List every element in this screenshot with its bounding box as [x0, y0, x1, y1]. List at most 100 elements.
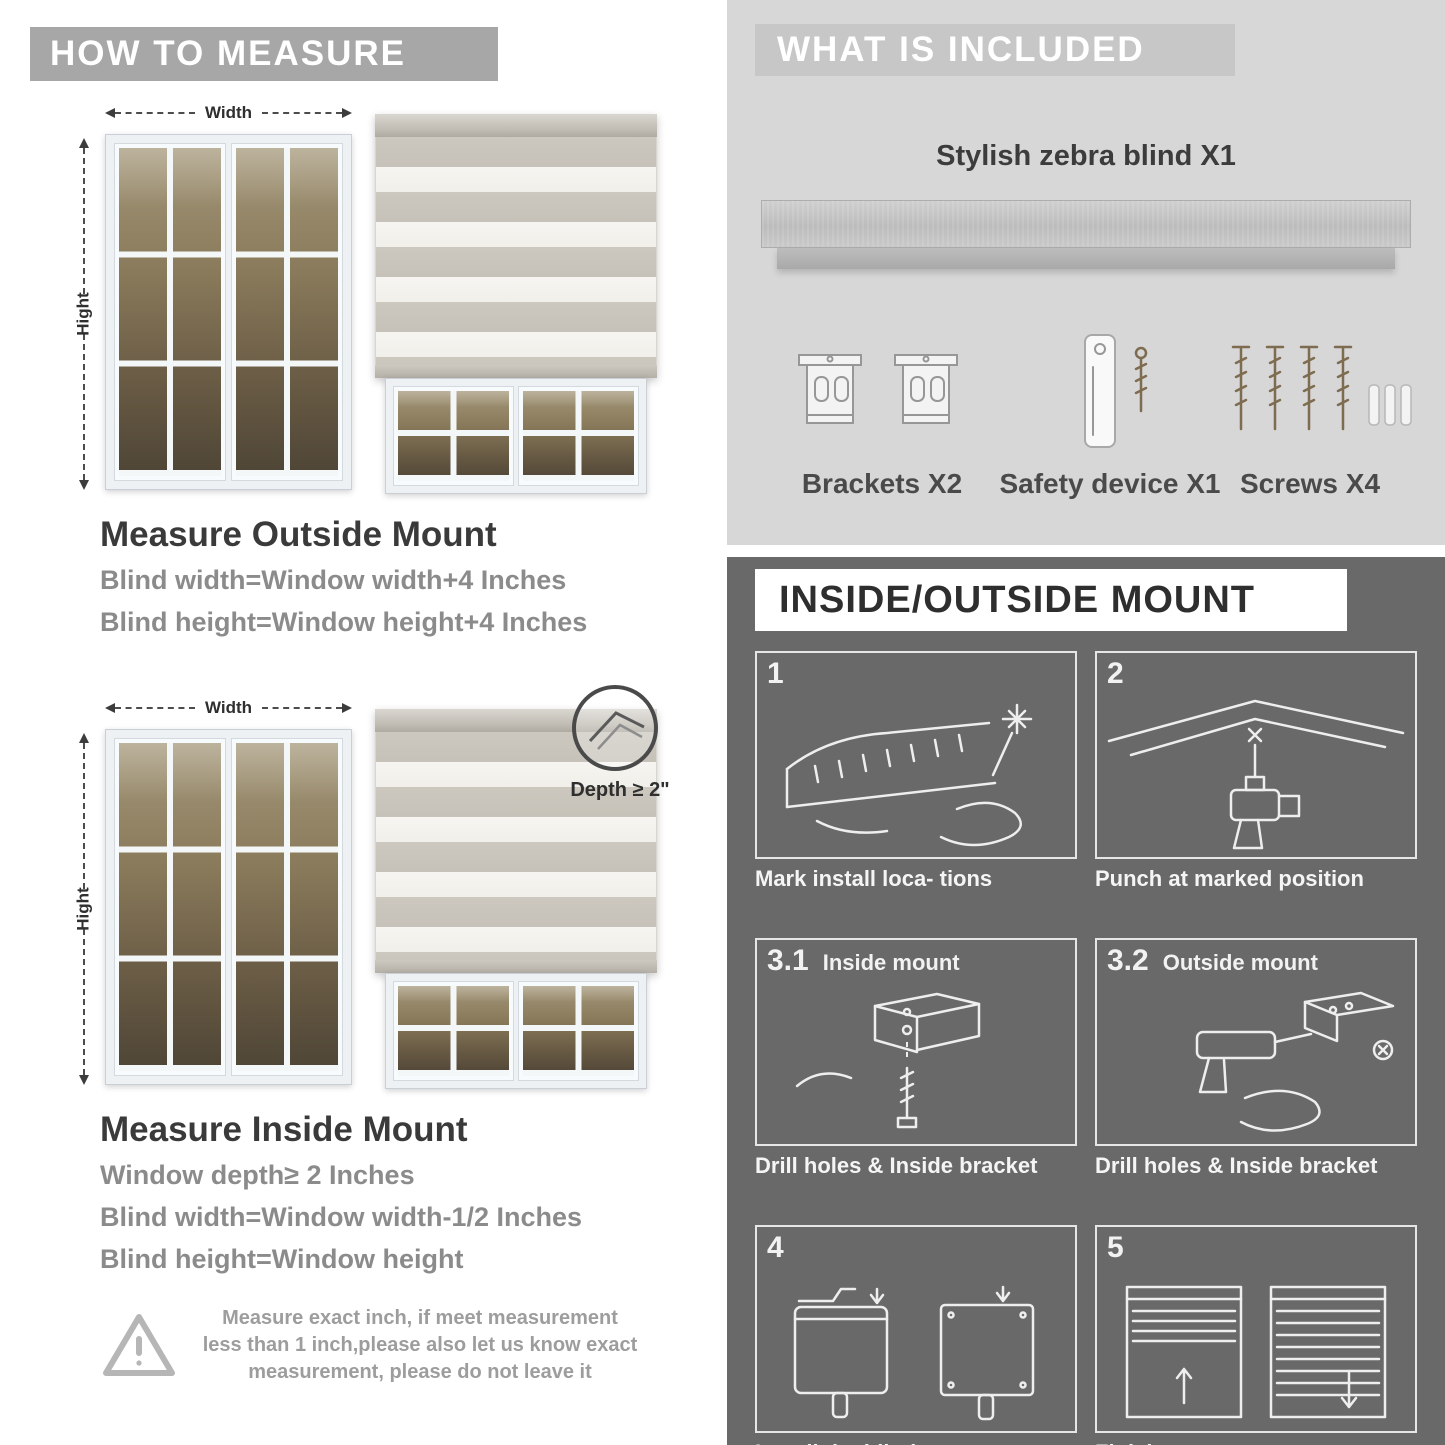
zebra-blind-illustration: [375, 709, 657, 1089]
window-sash: [518, 981, 639, 1081]
safety-device-icon: [1084, 334, 1148, 448]
product-name-label: Stylish zebra blind X1: [936, 140, 1236, 172]
step-4: 4: [755, 1225, 1077, 1445]
arrow-left-icon: [105, 703, 115, 713]
window-grilles: [119, 743, 221, 1071]
outside-mount-figure: Width Hight: [60, 100, 670, 500]
step-number: 3.2: [1107, 944, 1149, 977]
step-number: 1: [767, 657, 784, 690]
window-grilles: [523, 391, 634, 481]
window-grilles: [119, 148, 221, 476]
screws-label: Screws X4: [1239, 468, 1381, 499]
inside-mount-figure: Width Hight: [60, 685, 670, 1095]
blind-stripes: [375, 137, 657, 365]
mount-title: INSIDE/OUTSIDE MOUNT: [779, 579, 1256, 621]
arrow-right-icon: [342, 703, 352, 713]
arrow-down-icon: [79, 480, 89, 490]
blind-valance-illustration: [777, 248, 1395, 269]
brackets-label: Brackets X2: [801, 468, 963, 499]
height-dimension-arrow: Hight: [74, 733, 93, 1085]
step-number: 3.1: [767, 944, 809, 977]
arrow-left-icon: [105, 108, 115, 118]
screws-icon: [1231, 345, 1412, 431]
inside-height-formula: Blind height=Window height: [100, 1244, 464, 1274]
mount-banner: INSIDE/OUTSIDE MOUNT: [755, 569, 1347, 631]
width-label: Width: [204, 698, 253, 717]
step-caption: Drill holes & Inside bracket: [1095, 1153, 1378, 1178]
step-caption: Install the blind: [755, 1440, 1077, 1445]
outside-height-formula: Blind height=Window height+4 Inches: [100, 607, 588, 637]
safety-device-label: Safety device X1: [999, 468, 1221, 499]
drill-ceiling-illustration: [1107, 699, 1405, 850]
step-5-panel: 5: [1095, 1225, 1417, 1433]
finish-illustration: [1125, 1285, 1387, 1419]
mount-instructions-panel: INSIDE/OUTSIDE MOUNT 1: [727, 557, 1445, 1445]
outside-mount-heading: Measure Outside Mount: [100, 515, 497, 554]
window-illustration: [105, 729, 352, 1085]
outside-bracket-illustration: [1195, 991, 1395, 1132]
inside-width-formula: Blind width=Window width-1/2 Inches: [100, 1202, 583, 1232]
window-lower-fragment: [385, 973, 647, 1089]
step-3-1: 3.1 Inside mount: [755, 938, 1077, 1179]
step-number: 2: [1107, 657, 1124, 690]
step-2: 2 Punch at marked position: [1095, 651, 1417, 892]
step-3-2-panel: 3.2 Outside mount: [1095, 938, 1417, 1146]
step-2-panel: 2: [1095, 651, 1417, 859]
window-corner-detail-icon: [588, 711, 645, 750]
step-label: Inside mount: [822, 950, 960, 975]
step-1: 1 Mark install loca- tions: [755, 651, 1077, 892]
zebra-blind: [375, 114, 657, 378]
warning-icon: [103, 1313, 175, 1376]
width-dimension-arrow: Width: [105, 103, 352, 122]
blind-headrail-illustration: [761, 200, 1411, 248]
window-sash: [518, 386, 639, 486]
window-grilles: [398, 986, 509, 1076]
height-label: Hight: [74, 887, 93, 931]
window-sash: [114, 143, 226, 481]
included-parts-row: [727, 325, 1445, 465]
depth-requirement-label: Depth ≥ 2": [570, 779, 670, 801]
how-to-measure-title: HOW TO MEASURE: [50, 34, 406, 73]
window-sash: [393, 386, 514, 486]
step-caption: Punch at marked position: [1095, 866, 1364, 891]
blind-headrail: [375, 114, 657, 137]
depth-callout-circle: [572, 685, 658, 771]
step-caption: Mark install loca- tions: [755, 866, 993, 891]
window-sash: [231, 143, 343, 481]
step-number: 5: [1107, 1231, 1124, 1264]
blind-bottomrail: [375, 365, 657, 378]
what-is-included-title: WHAT IS INCLUDED: [777, 30, 1145, 69]
measurement-warning: Measure exact inch, if meet measurement …: [100, 1305, 640, 1386]
brackets-icon: [798, 354, 958, 424]
window-grilles: [236, 743, 338, 1071]
arrow-up-icon: [79, 733, 89, 743]
window-sash: [231, 738, 343, 1076]
what-is-included-panel: WHAT IS INCLUDED Stylish zebra blind X1: [727, 0, 1445, 545]
step-5: 5 Finish: [1095, 1225, 1417, 1445]
mount-steps-grid: 1 Mark install loca- tions: [755, 651, 1417, 1445]
step-number: 4: [767, 1231, 784, 1264]
arrow-down-icon: [79, 1075, 89, 1085]
how-to-measure-banner: HOW TO MEASURE: [30, 27, 498, 81]
warning-text: Measure exact inch, if meet measurement …: [202, 1307, 638, 1383]
window-illustration: [105, 134, 352, 490]
inside-depth-rule: Window depth≥ 2 Inches: [100, 1160, 415, 1190]
arrow-up-icon: [79, 138, 89, 148]
mark-locations-illustration: [785, 703, 1033, 847]
install-blind-illustration: [793, 1285, 1035, 1421]
step-3-2: 3.2 Outside mount: [1095, 938, 1417, 1179]
height-label: Hight: [74, 292, 93, 336]
blind-bottomrail: [375, 960, 657, 973]
arrow-right-icon: [342, 108, 352, 118]
step-label: Outside mount: [1162, 950, 1318, 975]
height-dimension-arrow: Hight: [74, 138, 93, 490]
width-dimension-arrow: Width: [105, 698, 352, 717]
window-sash: [393, 981, 514, 1081]
what-is-included-banner: WHAT IS INCLUDED: [755, 24, 1235, 76]
step-4-panel: 4: [755, 1225, 1077, 1433]
window-grilles: [398, 391, 509, 481]
window-sash: [114, 738, 226, 1076]
window-lower-fragment: [385, 378, 647, 494]
step-caption: Drill holes & Inside bracket: [755, 1153, 1038, 1178]
